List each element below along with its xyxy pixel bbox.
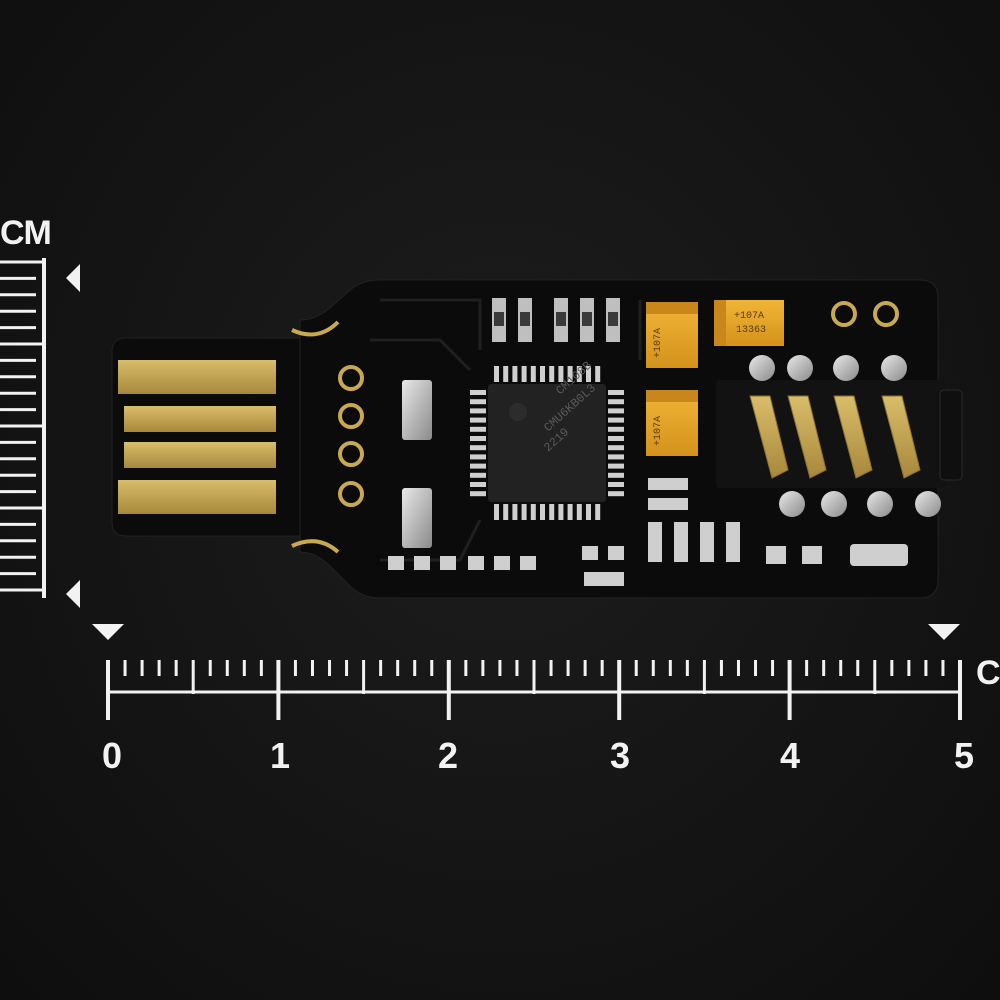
ruler-number: 5 (953, 735, 975, 776)
ic-pin (470, 417, 486, 423)
ic-pin (608, 472, 624, 478)
solder-joint (779, 491, 805, 517)
unit-label-top: CM (0, 214, 52, 252)
ic-pin (608, 390, 624, 395)
ruler-number: 3 (609, 735, 631, 776)
unit-label-right: CM (976, 654, 1000, 692)
ic-pin (470, 445, 486, 451)
ic-pin (549, 504, 555, 520)
ic-pin (608, 491, 624, 497)
capacitor: +107A 13363 (714, 300, 784, 346)
ic-pin (576, 504, 582, 520)
notch-bottom (291, 539, 340, 554)
ic-pin (608, 454, 624, 460)
silver-component (402, 380, 432, 440)
jack-contact (749, 395, 789, 479)
svg-text:+107A: +107A (653, 328, 664, 358)
ic-pin (470, 454, 486, 460)
ic-pin (558, 504, 564, 520)
ic-pin (558, 366, 564, 382)
ic-pin (530, 366, 536, 382)
solder-joint (787, 355, 813, 381)
usb-pad (118, 480, 276, 514)
solder-joint (821, 491, 847, 517)
via-holes (338, 365, 364, 507)
ic-pin (521, 366, 527, 382)
ic-pin (567, 366, 573, 382)
ic-pin (549, 366, 555, 382)
ic-pin (595, 366, 601, 382)
ic-pin (586, 504, 591, 520)
jack-contact (881, 395, 921, 479)
ic-pin (608, 482, 624, 487)
solder-joint (833, 355, 859, 381)
svg-text:+107A: +107A (653, 416, 664, 446)
svg-text:+107A: +107A (734, 311, 764, 322)
silver-component (402, 488, 432, 548)
ic-pin (470, 472, 486, 478)
solder-joint (867, 491, 893, 517)
ic-pin (503, 366, 509, 382)
ic-pin (608, 445, 624, 451)
ic-pin (512, 504, 518, 520)
ic-pin (494, 366, 499, 382)
ic-pin (530, 504, 536, 520)
ic-pin (576, 366, 582, 382)
mount-hole (831, 301, 857, 327)
capacitor: +107A (646, 302, 698, 368)
ic-chip: CM108B CMU6KB0L3 2219 (470, 359, 624, 520)
usb-pad (124, 442, 276, 468)
ic-pin (608, 417, 624, 423)
ic-pin (470, 491, 486, 497)
audio-jack (716, 355, 963, 517)
ic-pin (503, 504, 509, 520)
ic-pin (595, 504, 601, 520)
ruler-number: 0 (101, 735, 123, 776)
vertical-ruler (0, 258, 80, 608)
ic-pin (470, 482, 486, 487)
pcb-board: CM108B CMU6KB0L3 2219 +107A +107A 13363 … (111, 279, 963, 599)
ic-pin (608, 426, 624, 432)
jack-contact (833, 395, 873, 479)
arrow-down-marker-icon (66, 580, 80, 608)
arrow-up-marker-icon (66, 264, 80, 292)
solder-joint (915, 491, 941, 517)
usb-pad (118, 360, 276, 394)
svg-text:13363: 13363 (736, 325, 766, 336)
ic-pin (540, 366, 545, 382)
arrow-down-marker-icon (928, 624, 960, 640)
arrow-down-marker-icon (92, 624, 124, 640)
capacitor: +107A (646, 390, 698, 456)
ic-pin (470, 408, 486, 414)
mount-hole (873, 301, 899, 327)
ic-pin (608, 436, 624, 441)
ic-pin (586, 366, 591, 382)
ic-pin (470, 436, 486, 441)
ruler-number: 2 (437, 735, 459, 776)
ic-pin (567, 504, 573, 520)
ic-pin (521, 504, 527, 520)
horizontal-ruler (92, 624, 962, 720)
ruler-number: 4 (779, 735, 801, 776)
jack-contact (787, 395, 827, 479)
bottom-components (388, 478, 908, 586)
ic-pin (512, 366, 518, 382)
ic-pin (540, 504, 545, 520)
ic-pin (470, 399, 486, 405)
usb-pad (124, 406, 276, 432)
ic-pin (608, 399, 624, 405)
notch-top (291, 320, 340, 337)
solder-joint (881, 355, 907, 381)
ic-pin (608, 408, 624, 414)
ic-pin (470, 390, 486, 395)
ic-pin (470, 463, 486, 469)
ic-pin (470, 426, 486, 432)
ic-pin (494, 504, 499, 520)
solder-joint (749, 355, 775, 381)
ruler-number: 1 (269, 735, 291, 776)
ic-pin (608, 463, 624, 469)
top-resistors (492, 298, 620, 342)
